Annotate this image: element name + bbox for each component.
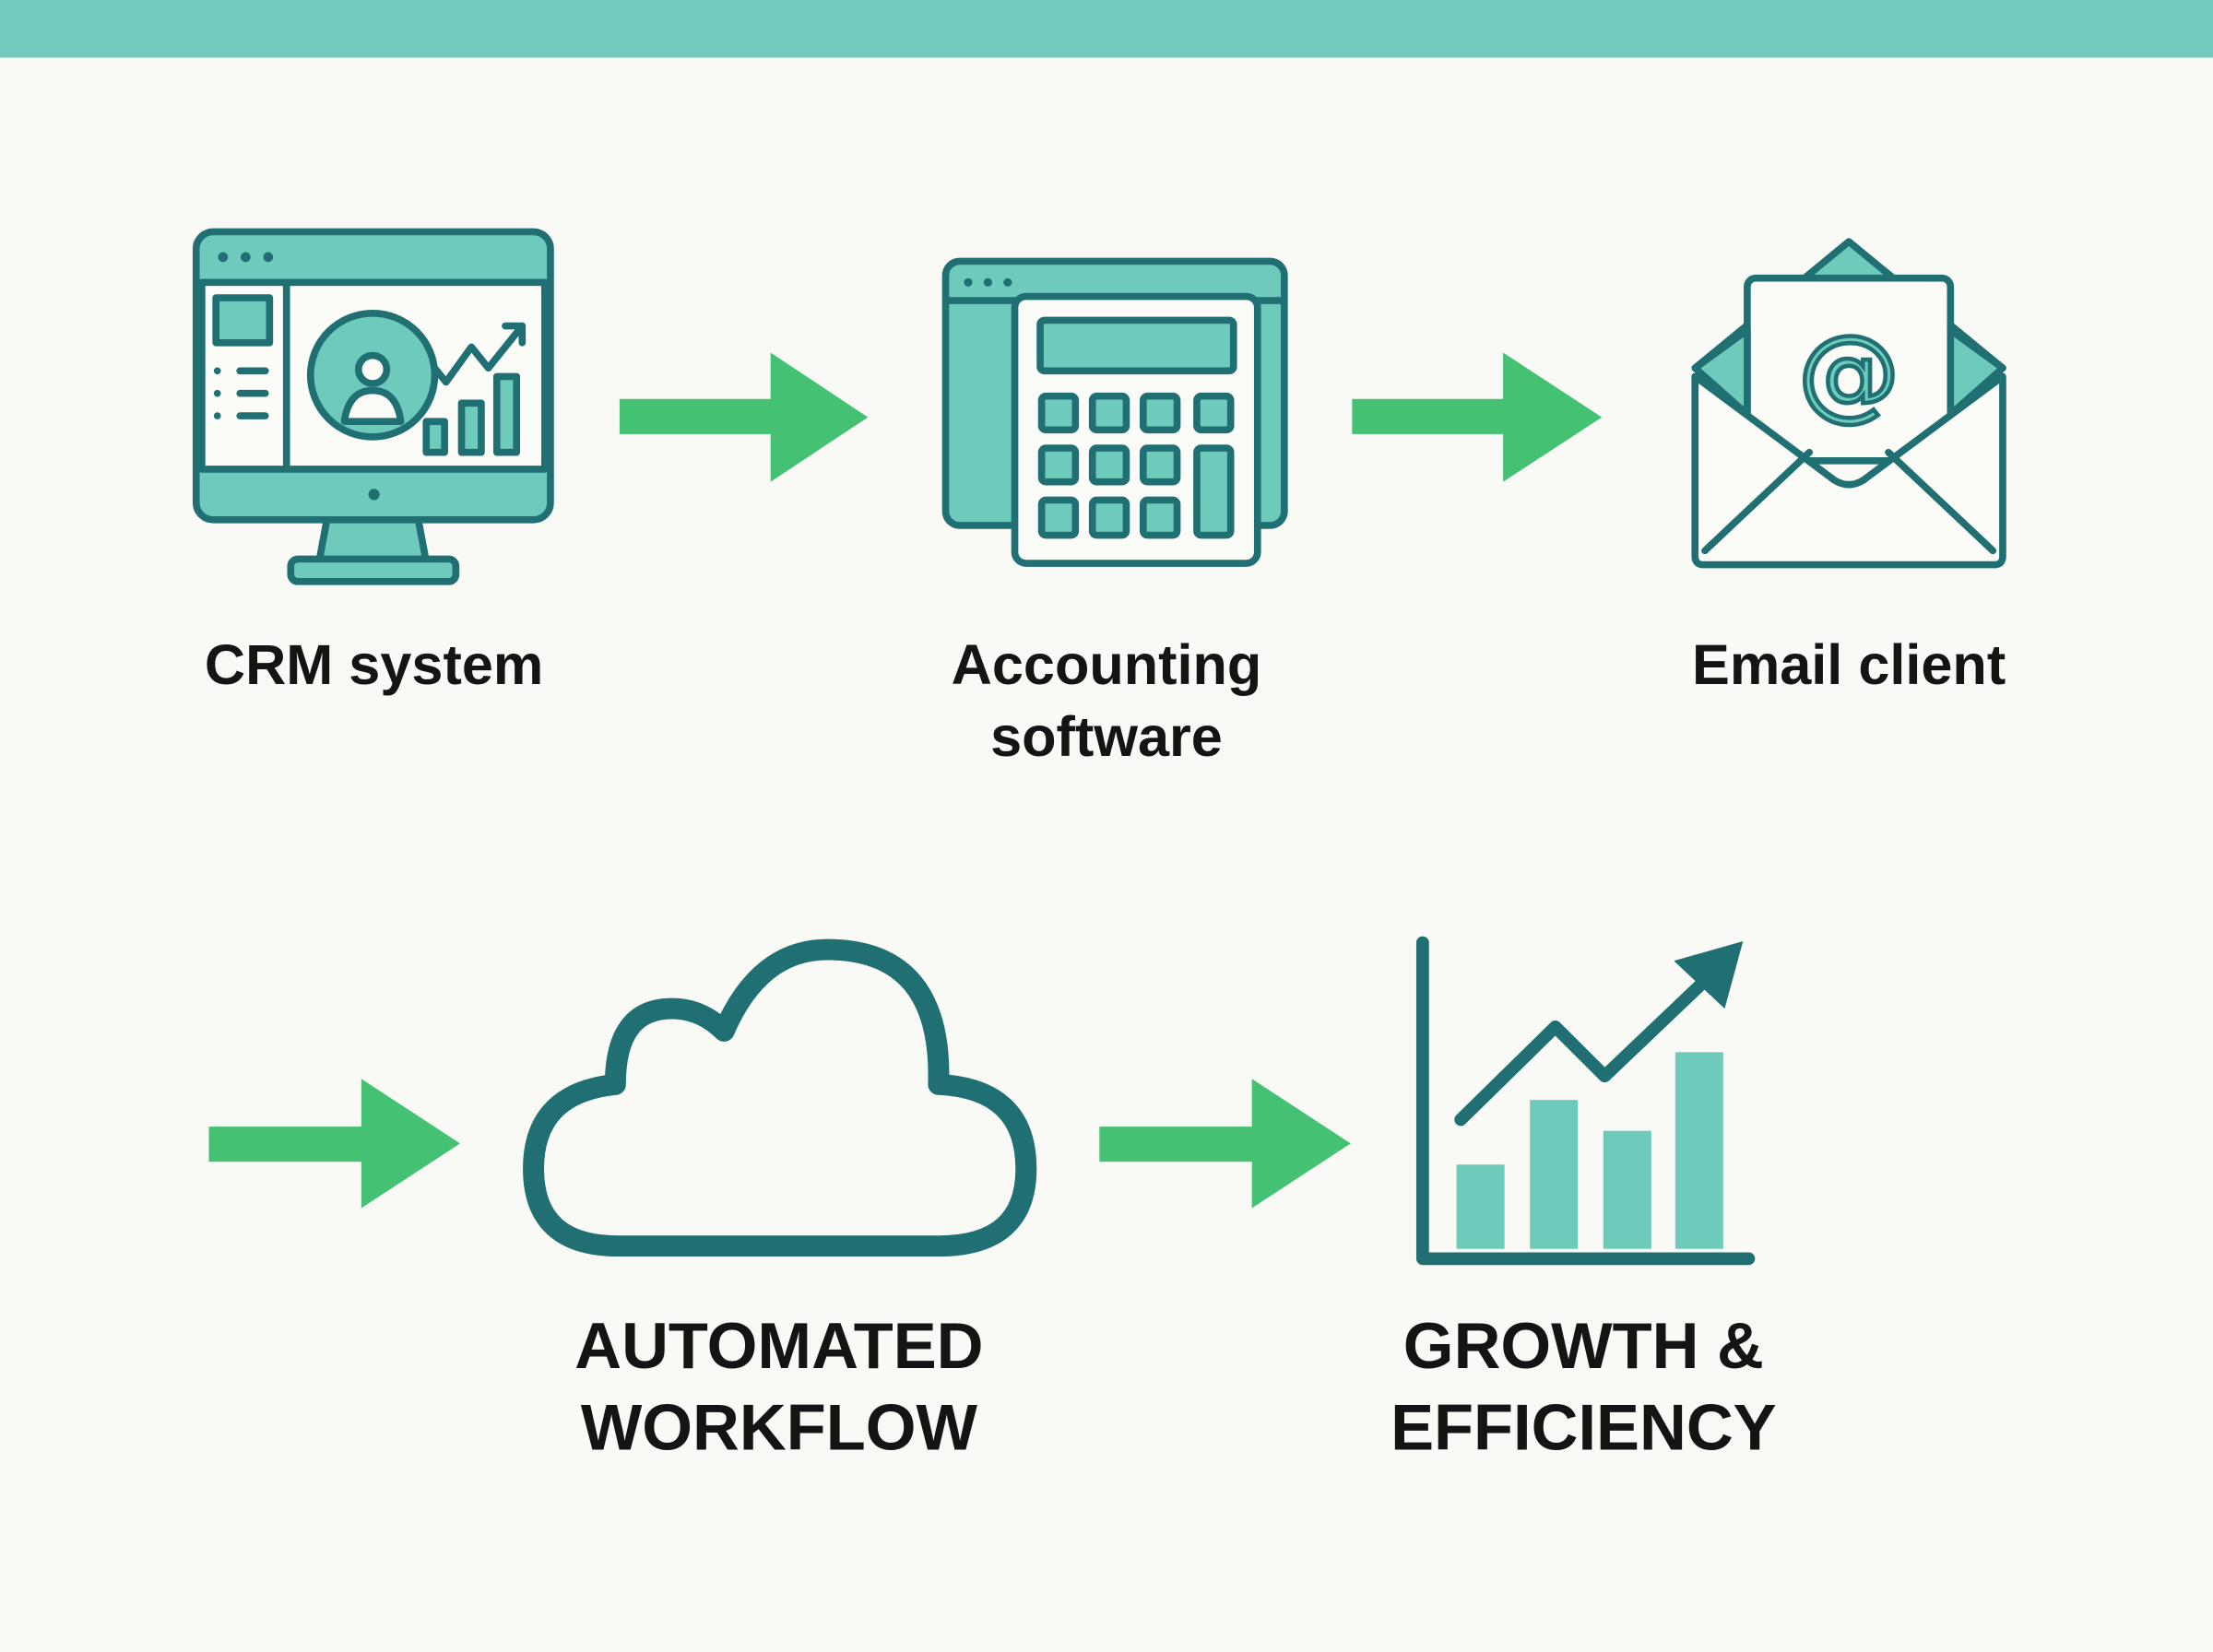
automated-label-line2: WORKFLOW	[581, 1391, 978, 1464]
email-client-label: Email client	[1692, 633, 2006, 696]
crm-system-label: CRM system	[205, 633, 543, 696]
arrow-4	[1099, 1079, 1351, 1209]
cloud-icon	[523, 938, 1037, 1257]
growth-chart-icon	[1415, 936, 1756, 1266]
arrow-2	[1352, 352, 1603, 482]
automated-label-line1: AUTOMATED	[574, 1309, 983, 1382]
growth-label-line1: GROWTH &	[1403, 1309, 1764, 1382]
arrow-1	[619, 352, 869, 482]
accounting-label-line1: Accounting	[952, 633, 1262, 696]
growth-label-line2: EFFICIENCY	[1391, 1391, 1777, 1464]
accounting-label-line2: software	[990, 705, 1223, 768]
top-band	[0, 0, 2213, 58]
svg-text:@: @	[1798, 313, 1899, 431]
calculator-icon	[941, 257, 1288, 567]
envelope-at-icon: @	[1691, 238, 2006, 569]
arrow-3	[208, 1079, 460, 1209]
monitor-crm-icon	[192, 228, 554, 585]
